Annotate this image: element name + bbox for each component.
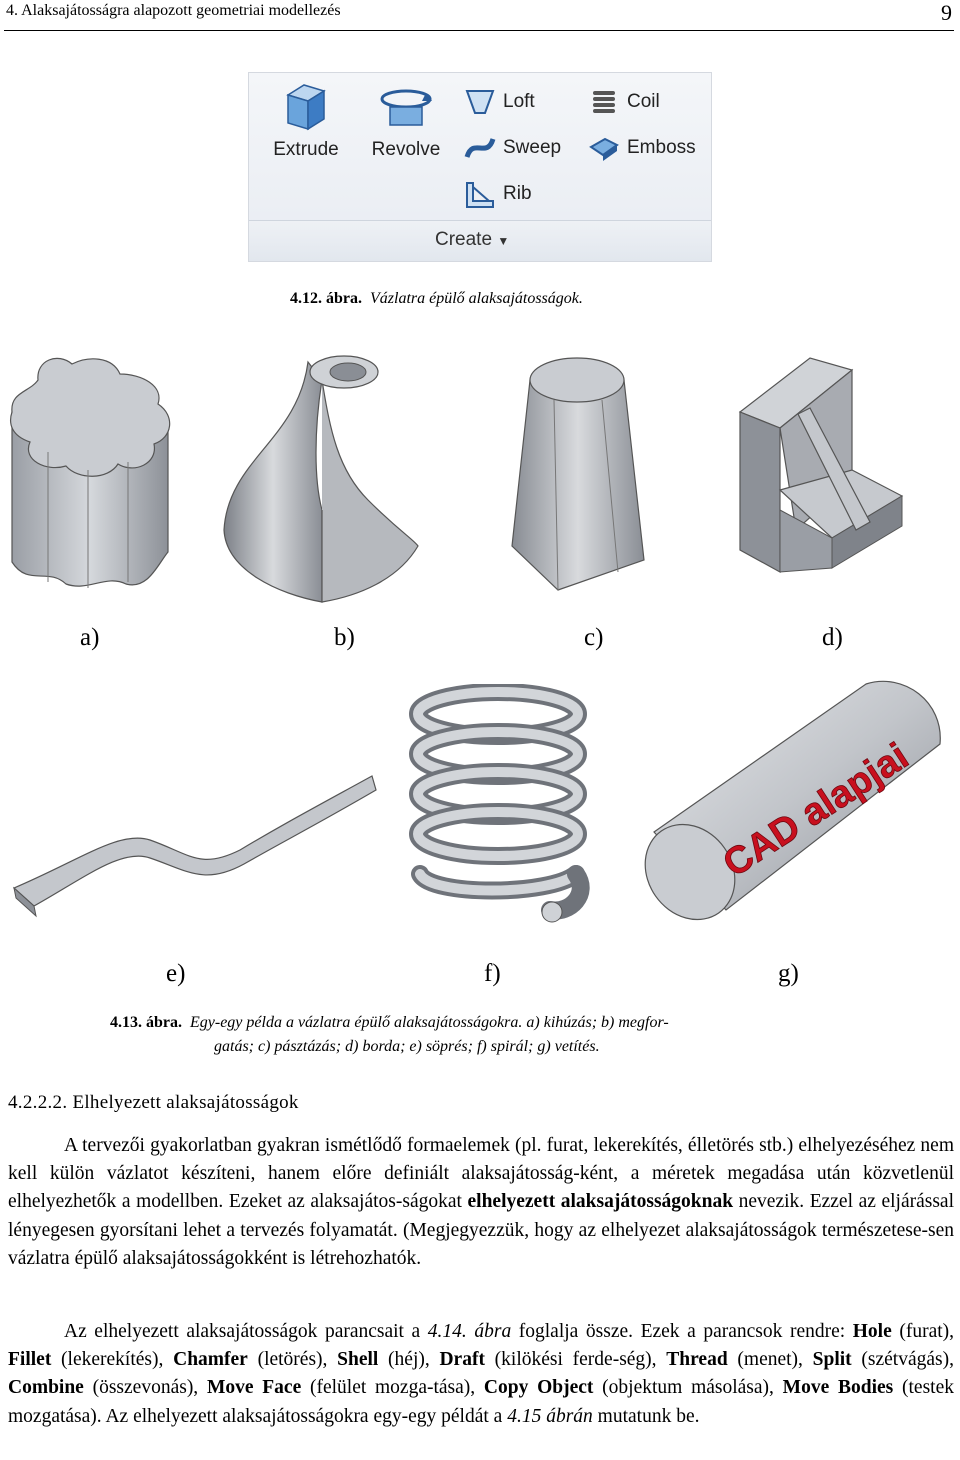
- emboss-example-figure: CAD alapjai: [644, 680, 941, 921]
- revolve-icon: [380, 89, 432, 126]
- label-c: c): [584, 624, 604, 651]
- p2-text-1: Az elhelyezett alaksajátosságok parancsa…: [64, 1321, 428, 1342]
- sweep-icon: [464, 138, 496, 158]
- cmd-fillet-desc: (lekerekítés),: [51, 1349, 174, 1371]
- p1-text-a: A tervezői gyakorlatban gyakran ismétlőd…: [8, 1135, 954, 1213]
- cmd-thread: Thread: [666, 1349, 728, 1371]
- loft-example-figure: [511, 357, 645, 591]
- panel-footer: Create ▼: [249, 220, 711, 261]
- emboss-button[interactable]: Emboss: [587, 133, 696, 163]
- coil-button[interactable]: Coil: [587, 87, 660, 117]
- revolve-example-figure: [223, 355, 419, 603]
- extrude-example-figure: [9, 357, 171, 588]
- cmd-draft-desc: (kilökési ferde-ség),: [484, 1349, 667, 1371]
- cmd-draft: Draft: [439, 1349, 485, 1371]
- rib-label: Rib: [503, 183, 532, 204]
- header-rule: [4, 30, 954, 31]
- extrude-label: Extrude: [273, 139, 339, 160]
- loft-button[interactable]: Loft: [463, 87, 535, 117]
- coil-example-figure: [409, 684, 590, 923]
- label-e: e): [166, 960, 186, 987]
- create-ribbon-panel: Extrude Revolve Loft Sweep Rib Coil Embo…: [248, 72, 712, 262]
- page-number: 9: [941, 0, 952, 25]
- p2-text-3: mutatunk be.: [592, 1405, 700, 1427]
- label-g: g): [778, 960, 799, 987]
- revolve-button[interactable]: Revolve: [361, 81, 451, 161]
- p1-bold-term: elhelyezett alaksajátosságoknak: [467, 1191, 734, 1213]
- chevron-down-icon: ▼: [497, 234, 510, 248]
- paragraph-2: Az elhelyezett alaksajátosságok parancsa…: [8, 1318, 954, 1431]
- coil-icon: [593, 91, 615, 113]
- revolve-label: Revolve: [371, 139, 441, 160]
- figure-caption-4-13: 4.13. ábra. Egy-egy példa a vázlatra épü…: [110, 1014, 669, 1032]
- figure-caption-4-12: 4.12. ábra. Vázlatra épülő alaksajátossá…: [290, 290, 583, 308]
- create-label: Create: [435, 229, 493, 250]
- cmd-hole-desc: (furat),: [891, 1321, 955, 1342]
- cmd-shell-desc: (héj),: [378, 1349, 440, 1371]
- coil-label: Coil: [627, 91, 660, 112]
- emboss-icon: [589, 137, 619, 161]
- loft-label: Loft: [503, 91, 535, 112]
- cmd-split-desc: (szétvágás),: [851, 1349, 954, 1371]
- cmd-copy-object-desc: (objektum másolása),: [593, 1377, 783, 1399]
- cmd-move-bodies: Move Bodies: [782, 1377, 894, 1399]
- cmd-move-face-desc: (felület mozga-tása),: [301, 1377, 484, 1399]
- loft-icon: [465, 90, 495, 114]
- fig-4-13-line1: Egy-egy példa a vázlatra épülő alaksaját…: [190, 1014, 669, 1031]
- rib-example-figure: [738, 357, 904, 574]
- create-panel-dropdown[interactable]: Create ▼: [435, 229, 509, 251]
- cmd-combine: Combine: [8, 1377, 84, 1399]
- fig-4-13-number: 4.13. ábra.: [110, 1014, 182, 1031]
- extrude-icon: [286, 84, 326, 131]
- cmd-move-bodies-desc: (testek mozgatása). Az elhelyezett alaks…: [8, 1377, 954, 1427]
- extrude-button[interactable]: Extrude: [261, 81, 351, 161]
- cmd-copy-object: Copy Object: [483, 1377, 594, 1399]
- label-f: f): [484, 960, 501, 987]
- fig-4-13-line2: gatás; c) pásztázás; d) borda; e) söprés…: [214, 1038, 600, 1055]
- p2-text-2: foglalja össze. Ezek a parancsok rendre:: [511, 1321, 853, 1342]
- emboss-label: Emboss: [627, 137, 696, 158]
- p2-ref-4-14: 4.14. ábra: [427, 1321, 512, 1342]
- cmd-combine-desc: (összevonás),: [83, 1377, 207, 1399]
- cmd-chamfer-desc: (letörés),: [247, 1349, 338, 1371]
- rib-button[interactable]: Rib: [463, 179, 532, 209]
- paragraph-1: A tervezői gyakorlatban gyakran ismétlőd…: [8, 1132, 954, 1273]
- p2-ref-4-15: 4.15 ábrán: [507, 1405, 593, 1427]
- fig-4-12-text: Vázlatra épülő alaksajátosságok.: [370, 290, 583, 307]
- rib-icon: [466, 182, 494, 208]
- label-a: a): [80, 624, 100, 651]
- cmd-move-face: Move Face: [206, 1377, 302, 1399]
- sweep-example-figure: [12, 775, 377, 918]
- cmd-split: Split: [812, 1349, 852, 1371]
- fig-4-12-number: 4.12. ábra.: [290, 290, 362, 307]
- cmd-fillet: Fillet: [8, 1349, 52, 1371]
- sweep-label: Sweep: [503, 137, 562, 158]
- figure-caption-4-13-cont: gatás; c) pásztázás; d) borda; e) söprés…: [214, 1038, 600, 1056]
- cmd-chamfer: Chamfer: [173, 1349, 248, 1371]
- cmd-hole: Hole: [852, 1321, 892, 1342]
- p1-text-c: nevezik. Ezzel az eljárással lényegesen …: [8, 1191, 954, 1269]
- section-heading: 4.2.2.2. Elhelyezett alaksajátosságok: [8, 1092, 299, 1113]
- label-b: b): [334, 624, 355, 651]
- sweep-button[interactable]: Sweep: [463, 133, 561, 163]
- running-header: 4. Alaksajátosságra alapozott geometriai…: [6, 2, 341, 19]
- label-d: d): [822, 624, 843, 651]
- cmd-shell: Shell: [337, 1349, 379, 1371]
- cmd-thread-desc: (menet),: [727, 1349, 813, 1371]
